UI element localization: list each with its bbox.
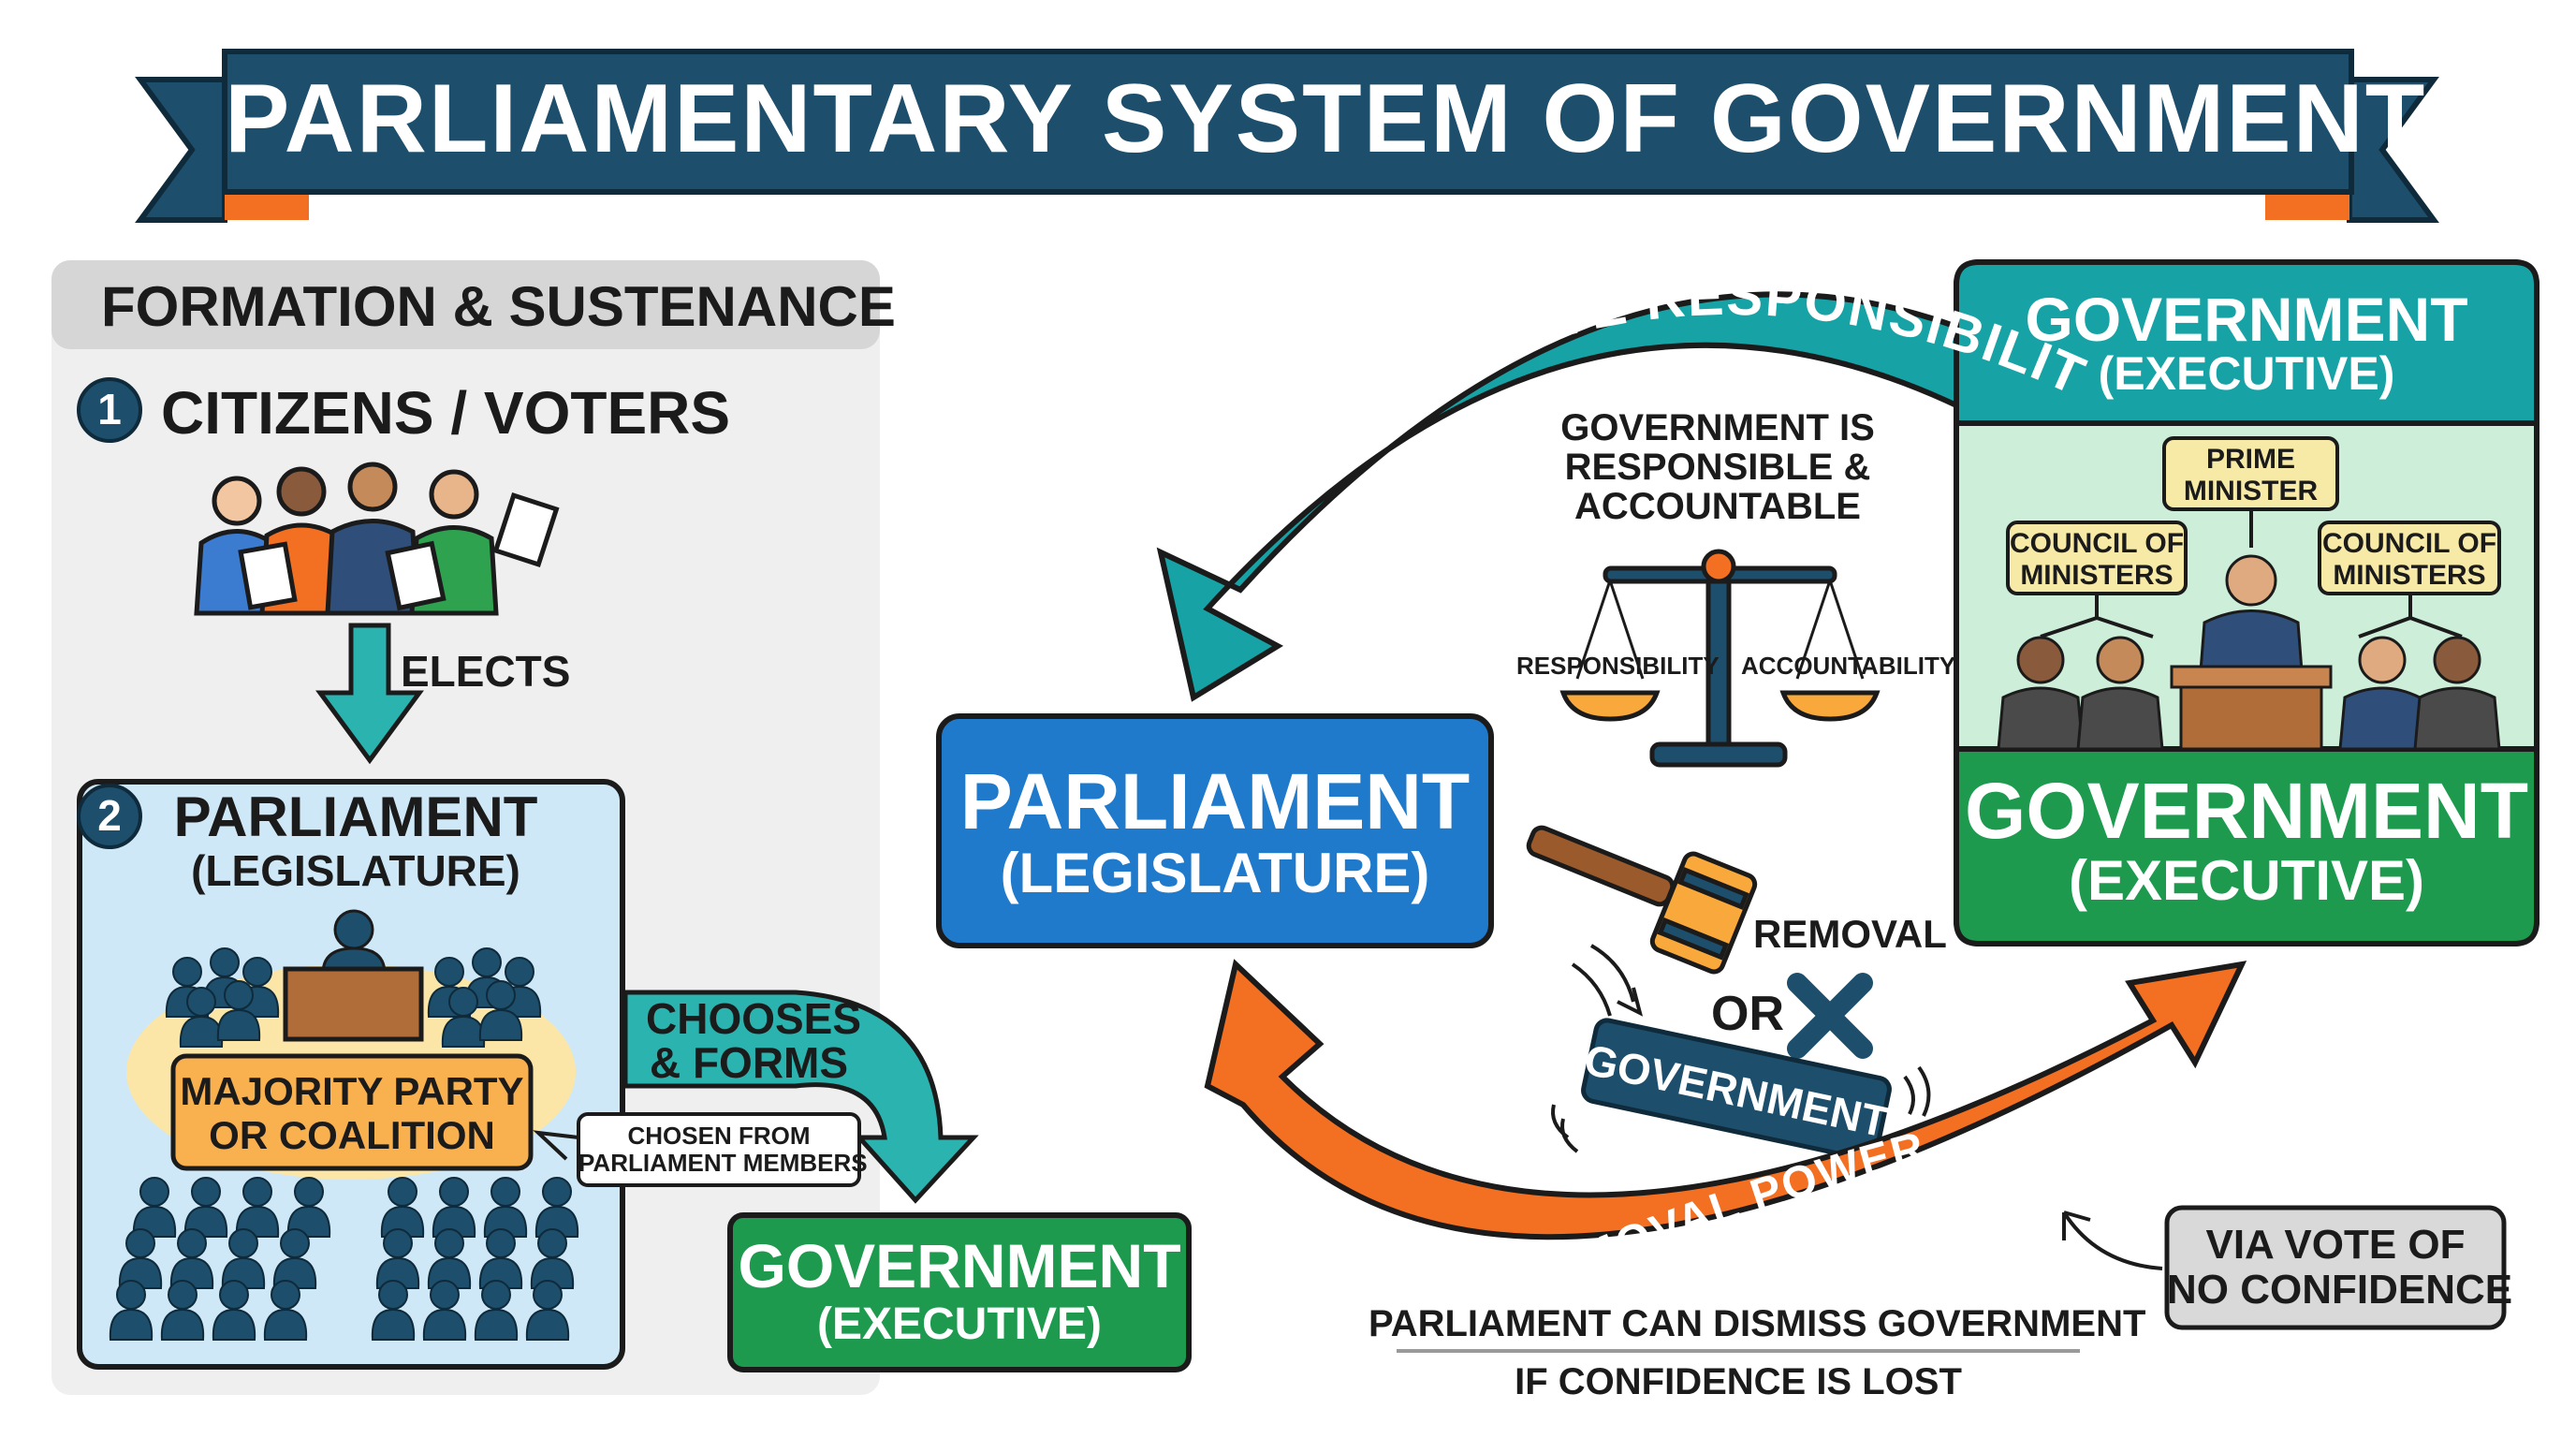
- left-panel-heading: FORMATION & SUSTENANCE: [101, 275, 896, 338]
- majority-line2: OR COALITION: [209, 1113, 495, 1157]
- pm-line1: PRIME: [2205, 444, 2295, 475]
- speaker-podium: [283, 966, 424, 1042]
- council-right-line2: MINISTERS: [2333, 560, 2486, 591]
- accountable-line1: GOVERNMENT IS: [1560, 407, 1875, 448]
- parliament-box-center: [936, 713, 1494, 948]
- chooses-line1: CHOOSES: [646, 994, 862, 1043]
- council-left-line1: COUNCIL OF: [2009, 528, 2185, 559]
- or-label: OR: [1711, 987, 1784, 1041]
- government-tag: [1581, 1018, 1892, 1162]
- chooses-line2: & FORMS: [649, 1038, 849, 1087]
- gov-bottom-title: GOVERNMENT: [1964, 767, 2529, 855]
- parliament-center-subtitle: (LEGISLATURE): [1000, 842, 1430, 904]
- accountable-line2: RESPONSIBLE &: [1564, 447, 1871, 488]
- parliament-left-subtitle: (LEGISLATURE): [191, 846, 520, 895]
- gavel-icon: [1526, 825, 1758, 975]
- majority-box: [170, 1053, 534, 1171]
- parliament-left-title: PARLIAMENT: [173, 785, 538, 848]
- government-box-right-header: [1954, 259, 2539, 426]
- scale-icon: [1559, 549, 1881, 768]
- council-box-right: [2318, 521, 2501, 595]
- left-panel-header: [51, 260, 880, 349]
- chooses-arrow: [622, 990, 979, 1204]
- vote-pointer: [2062, 1211, 2163, 1270]
- majority-line1: MAJORITY PARTY: [180, 1069, 524, 1113]
- government-left-subtitle: (EXECUTIVE): [816, 1299, 1103, 1349]
- dismiss-line1: PARLIAMENT CAN DISMISS GOVERNMENT: [1368, 1303, 2146, 1344]
- chosen-pointer: [533, 1130, 579, 1161]
- parliament-center-title: PARLIAMENT: [959, 757, 1471, 845]
- council-left-line2: MINISTERS: [2020, 560, 2174, 591]
- vote-line2: NO CONFIDENCE: [2167, 1267, 2513, 1313]
- step2-circle: [77, 784, 142, 849]
- pm-box: [2162, 436, 2339, 511]
- step1-number: 1: [97, 385, 122, 433]
- pm-line2: MINISTER: [2183, 476, 2319, 506]
- removal-arrow: [1204, 959, 2247, 1240]
- elects-arrow: [315, 623, 424, 765]
- vote-box: [2164, 1205, 2507, 1330]
- gov-top-subtitle: (EXECUTIVE): [2098, 347, 2395, 400]
- chosen-line2: PARLIAMENT MEMBERS: [578, 1149, 868, 1177]
- accountable-line3: ACCOUNTABLE: [1574, 486, 1861, 527]
- title-ribbon: [135, 49, 2439, 223]
- council-box-left: [2006, 521, 2188, 595]
- gov-top-title: GOVERNMENT: [2025, 285, 2468, 354]
- government-box-right-footer: [1954, 746, 2539, 946]
- citizens-illustration: [194, 462, 560, 616]
- step2-number: 2: [97, 791, 122, 840]
- vote-line1: VIA VOTE OF: [2205, 1222, 2466, 1268]
- dismiss-line2: IF CONFIDENCE IS LOST: [1515, 1361, 1962, 1402]
- council-right-line1: COUNCIL OF: [2321, 528, 2497, 559]
- chosen-line1: CHOSEN FROM: [627, 1122, 811, 1150]
- page-title: PARLIAMENTARY SYSTEM OF GOVERNMENT: [225, 65, 2427, 173]
- motion-lines: [1551, 944, 1931, 1153]
- scale-left-label: RESPONSIBILITY: [1516, 652, 1720, 680]
- government-box-left: [727, 1212, 1192, 1372]
- step1-circle: [77, 377, 142, 443]
- gov-bottom-subtitle: (EXECUTIVE): [2068, 849, 2425, 912]
- removal-label: REMOVAL: [1753, 912, 1947, 956]
- step1-label: CITIZENS / VOTERS: [161, 379, 731, 447]
- elects-label: ELECTS: [401, 647, 571, 696]
- government-left-title: GOVERNMENT: [738, 1231, 1181, 1300]
- chosen-box: [577, 1112, 861, 1187]
- x-cross-icon: [1787, 973, 1873, 1059]
- scale-right-label: ACCOUNTABILITY: [1741, 652, 1956, 680]
